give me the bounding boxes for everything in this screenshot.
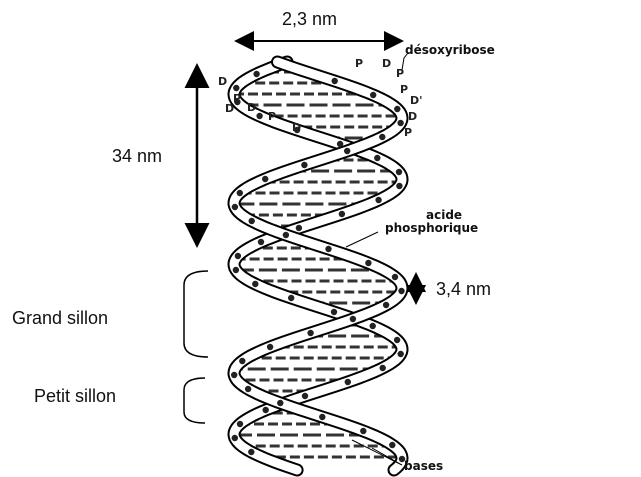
phosphate-dot: [344, 148, 350, 154]
phosphate-dot: [370, 92, 376, 98]
bases-label: bases: [404, 460, 443, 472]
deoxyribose-label: désoxyribose: [405, 44, 495, 56]
nucleotide-mark: D': [410, 95, 423, 106]
phosphate-dot: [396, 183, 402, 189]
phosphate-dot: [262, 176, 268, 182]
phosphate-dot: [239, 358, 245, 364]
phosphate-dot: [237, 190, 243, 196]
nucleotide-mark: D: [382, 58, 391, 69]
phosphate-dot: [398, 351, 404, 357]
phosphate-dot: [397, 120, 403, 126]
nucleotide-mark: D: [218, 76, 227, 87]
minor-groove-bracket: [184, 378, 205, 423]
phosphate-dot: [339, 211, 345, 217]
phosphate-dot: [383, 302, 389, 308]
phosphate-dot: [307, 330, 313, 336]
phosphate-leader-line: [346, 232, 378, 247]
phosphate-dot: [258, 239, 264, 245]
nucleotide-mark: P: [396, 68, 404, 79]
phosphate-dot: [263, 407, 269, 413]
phosphate-dot: [375, 197, 381, 203]
nucleotide-mark: P: [400, 84, 408, 95]
phosphate-dot: [337, 141, 343, 147]
phosphate-dot: [249, 218, 255, 224]
phosphate-dot: [379, 134, 385, 140]
phosphoric-acid-label-line1: acide: [426, 209, 462, 221]
phosphate-dot: [360, 428, 366, 434]
phosphate-dot: [256, 113, 262, 119]
phosphate-dot: [345, 379, 351, 385]
phosphate-dot: [392, 274, 398, 280]
nucleotide-mark: P: [355, 58, 363, 69]
phosphate-dot: [370, 323, 376, 329]
phosphate-dot: [233, 267, 239, 273]
phosphate-dot: [267, 344, 273, 350]
sugar-phosphate-backbones: [234, 62, 402, 470]
phosphate-dot: [389, 442, 395, 448]
phosphate-dot: [253, 71, 259, 77]
phosphate-dot: [350, 316, 356, 322]
nucleotide-mark: D: [408, 111, 417, 122]
phosphate-dot: [374, 155, 380, 161]
phosphate-dot: [325, 246, 331, 252]
phosphate-dot: [394, 106, 400, 112]
phosphate-dot: [301, 162, 307, 168]
phosphate-dot: [252, 281, 258, 287]
phosphate-dot: [232, 204, 238, 210]
phosphate-dot: [332, 78, 338, 84]
phosphate-dot: [288, 295, 294, 301]
nucleotide-mark: P: [404, 127, 412, 138]
phosphate-dot: [235, 253, 241, 259]
phosphate-dot: [396, 169, 402, 175]
major-groove-bracket: [184, 271, 208, 357]
phosphate-dot: [232, 435, 238, 441]
phosphoric-acid-label-line2: phosphorique: [385, 222, 478, 234]
nucleotide-mark: P: [233, 93, 241, 104]
nucleotide-mark: D: [247, 102, 256, 113]
phosphate-dot: [398, 288, 404, 294]
phosphate-dot: [283, 232, 289, 238]
phosphate-dot: [380, 365, 386, 371]
phosphate-dot: [331, 309, 337, 315]
phosphate-dot: [319, 414, 325, 420]
phosphate-dot: [277, 400, 283, 406]
phosphate-dot: [394, 337, 400, 343]
minor-groove-label: Petit sillon: [34, 387, 116, 405]
phosphate-dot: [365, 260, 371, 266]
helix-turn-length-label: 34 nm: [112, 147, 162, 165]
phosphate-dot: [237, 421, 243, 427]
phosphate-dot: [231, 372, 237, 378]
nucleotide-mark: P: [268, 111, 276, 122]
phosphate-dot: [296, 225, 302, 231]
base-step-label: 3,4 nm: [436, 280, 491, 298]
major-groove-label: Grand sillon: [12, 309, 108, 327]
phosphate-dot: [248, 449, 254, 455]
phosphate-dot: [245, 386, 251, 392]
helix-width-label: 2,3 nm: [282, 10, 337, 28]
nucleotide-mark: D: [292, 122, 301, 133]
phosphate-dot: [302, 393, 308, 399]
phosphate-dot: [233, 85, 239, 91]
